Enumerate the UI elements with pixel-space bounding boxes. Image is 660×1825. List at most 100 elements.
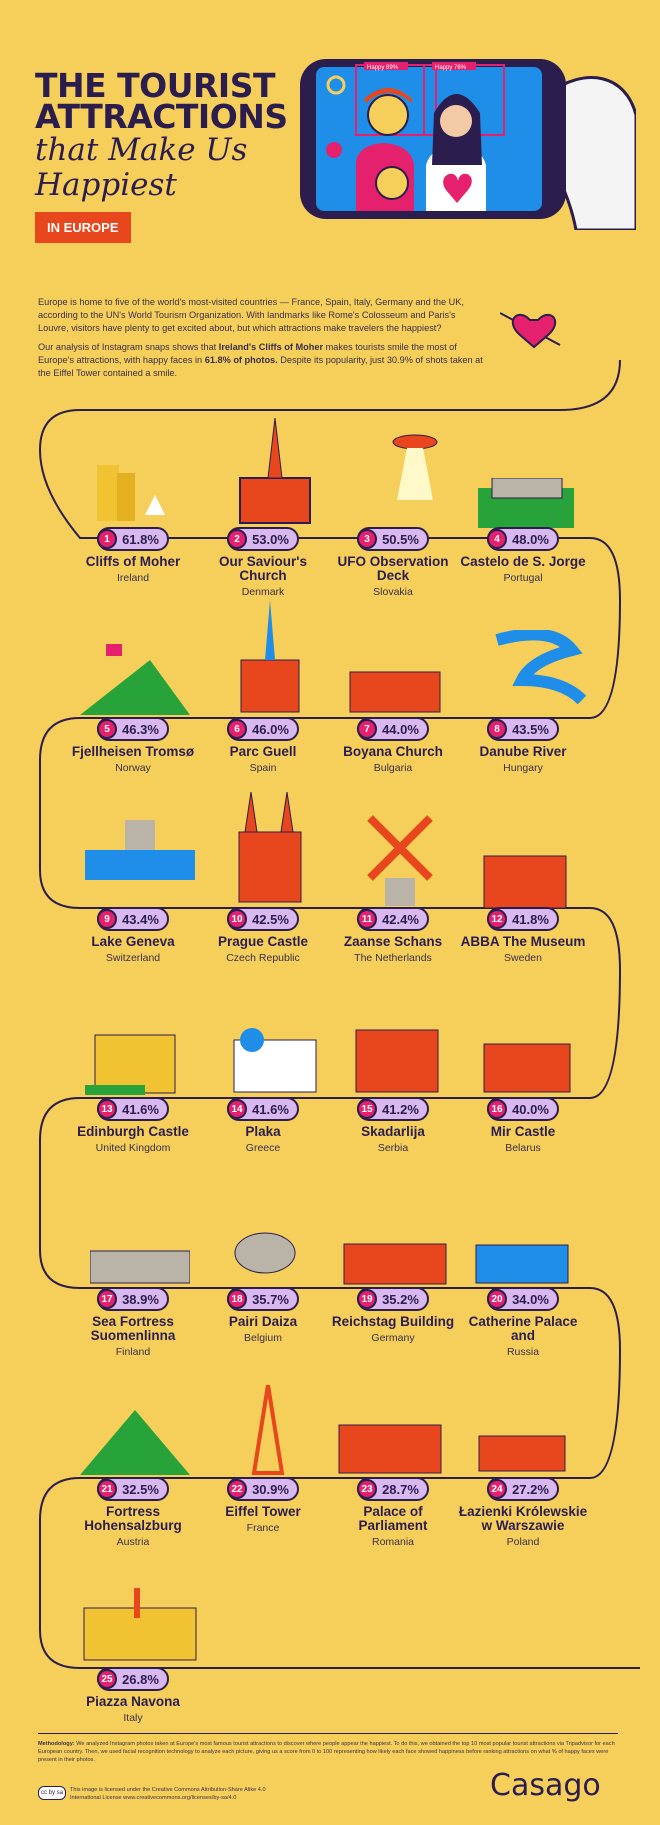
rank-badge: 8: [487, 719, 508, 739]
attraction-name: Danube River: [479, 744, 567, 759]
attraction-country: Ireland: [116, 572, 150, 584]
rank-badge: 24: [487, 1479, 508, 1499]
cc-license-badge[interactable]: cc by sa: [38, 1786, 66, 1800]
happiness-percent: 41.6%: [252, 1101, 289, 1117]
man-cap: [364, 88, 412, 103]
rank-badge: 6: [227, 719, 248, 739]
intro-paragraph-1: Europe is home to five of the world's mo…: [38, 297, 464, 333]
happiness-percent: 42.4%: [382, 911, 419, 927]
methodology-text: We analyzed Instagram photos taken at Eu…: [38, 1741, 615, 1763]
happiness-percent: 41.8%: [512, 911, 549, 927]
attraction-name: Reichstag Building: [331, 1314, 455, 1329]
attraction-country: Poland: [506, 1536, 540, 1548]
attraction-country: Austria: [116, 1536, 150, 1548]
attraction-country: Greece: [245, 1142, 281, 1154]
title-line-1: THE TOURIST: [35, 66, 275, 105]
title-line-3: that Make Us: [35, 132, 248, 168]
attraction-name: Mir Castle: [490, 1124, 556, 1139]
woman-head: [440, 105, 472, 137]
happiness-percent: 26.8%: [122, 1671, 159, 1687]
rank-badge: 2: [227, 529, 248, 549]
page-title: THE TOURIST ATTRACTIONS: [35, 66, 288, 133]
happiness-percent: 35.2%: [382, 1291, 419, 1307]
brand-logo: Casago: [490, 1768, 601, 1803]
happiness-percent: 43.4%: [122, 911, 159, 927]
abba-museum-illustration: [483, 855, 567, 909]
sun-icon: [326, 75, 346, 95]
happiness-percent: 40.0%: [512, 1101, 549, 1117]
happiness-percent: 38.9%: [122, 1291, 159, 1307]
attraction-country: France: [246, 1522, 280, 1534]
rank-badge: 10: [227, 909, 248, 929]
castle-illustration: [478, 478, 574, 528]
intro-text: Europe is home to five of the world's mo…: [38, 296, 488, 386]
intro-p2-a: Our analysis of Instagram snaps shows th…: [38, 342, 219, 352]
happy-tag-right: [432, 62, 476, 70]
attraction-country: Czech Republic: [226, 952, 300, 964]
edinburgh-illustration: [85, 1034, 176, 1095]
rank-badge: 3: [357, 529, 378, 549]
rank-badge: 19: [357, 1289, 378, 1309]
license-line-2[interactable]: International License www.creativecommon…: [70, 1795, 237, 1801]
happiness-percent: 35.7%: [252, 1291, 289, 1307]
intro-p2-stat: 61.8% of photos.: [204, 355, 278, 365]
church-illustration: [239, 418, 311, 524]
attraction-country: Spain: [249, 762, 277, 774]
methodology-note: Methodology: We analyzed Instagram photo…: [38, 1740, 618, 1764]
eiffel-tower-illustration: [251, 1385, 285, 1475]
attraction-name: Cliffs of Moher: [85, 554, 181, 569]
windmill-illustration: [367, 815, 433, 906]
happiness-percent: 44.0%: [382, 721, 419, 737]
attraction-name: Fjellheisen Tromsø: [71, 744, 195, 759]
attraction-name: ABBA The Museum: [460, 934, 586, 949]
attraction-country: Norway: [115, 762, 151, 774]
happiness-percent: 28.7%: [382, 1481, 419, 1497]
attraction-name: Skadarlija: [361, 1124, 425, 1139]
attraction-name: Prague Castle: [217, 934, 309, 949]
boyana-illustration: [349, 671, 441, 713]
attraction-name: Lake Geneva: [91, 934, 175, 949]
attraction-name: Pairi Daiza: [228, 1314, 298, 1329]
attraction-country: The Netherlands: [354, 952, 432, 964]
attraction-name: Palace of Parliament: [358, 1504, 428, 1533]
rank-badge: 17: [97, 1289, 118, 1309]
happiness-percent: 48.0%: [512, 531, 549, 547]
mountain-illustration: [80, 644, 190, 715]
attraction-name: Edinburgh Castle: [77, 1124, 189, 1139]
intro-paragraph-2: Our analysis of Instagram snaps shows th…: [38, 341, 488, 380]
attraction-name: Piazza Navona: [86, 1694, 180, 1709]
lazienki-illustration: [478, 1435, 566, 1472]
happiness-percent: 41.6%: [122, 1101, 159, 1117]
plaka-illustration: [233, 1028, 317, 1093]
attraction-country: Bulgaria: [373, 762, 413, 774]
attraction-country: Slovakia: [373, 586, 413, 598]
danube-illustration: [495, 630, 587, 705]
lake-illustration: [85, 820, 195, 880]
